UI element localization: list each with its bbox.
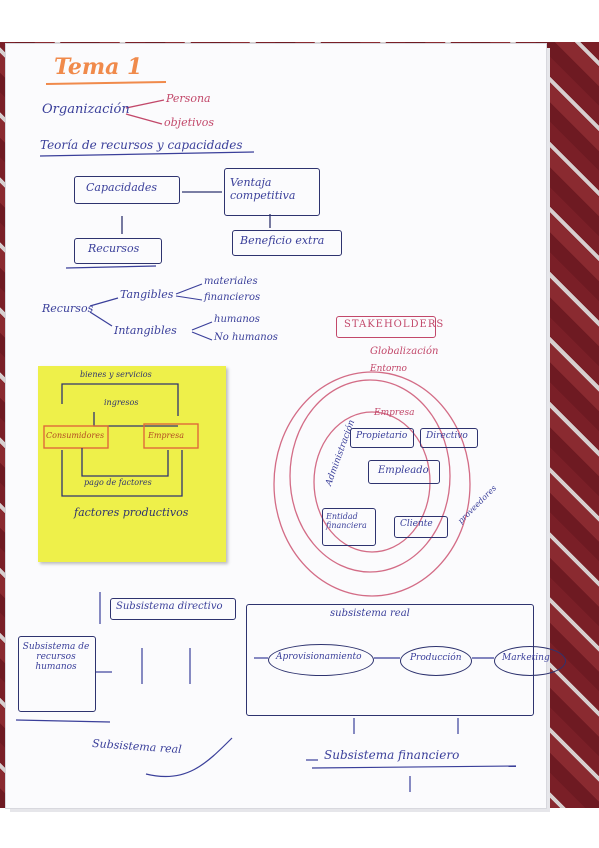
recursos-box [74,238,162,264]
organizacion-label: Organización [42,102,130,117]
entidad-label: Entidad financiera [326,512,367,530]
produccion-ellipse [400,646,472,676]
subsistema-rrhh-box [18,636,96,712]
propietario-label: Propietario [356,431,408,441]
subsistema-directivo-box [110,598,236,620]
ventaja-box [224,168,320,216]
produccion-label: Producción [410,653,462,663]
entidad-box [322,508,376,546]
directivo-label: Directivo [426,431,468,441]
sticky-note: bienes y servicios ingresos Consumidores… [38,366,226,562]
beneficio-box [232,230,342,256]
empresa-sticky-label: Empresa [148,431,184,440]
background-bottom [0,808,599,848]
objetivos-label: objetivos [164,116,215,129]
empresa-circle-label: Empresa [374,408,415,418]
subsistema-directivo-label: Subsistema directivo [116,601,223,612]
financieros-label: financieros [204,292,261,303]
marketing-ellipse [494,646,566,676]
aprovisionamiento-ellipse [268,644,374,676]
globalizacion-label: Globalización [370,346,439,357]
marketing-label: Marketing [502,653,550,663]
page-title: Tema 1 [54,54,143,80]
cliente-box [394,516,448,538]
aprovisionamiento-label: Aprovisionamiento [276,652,362,662]
consumidores-label: Consumidores [46,431,105,440]
stakeholders-box [336,316,436,338]
no-humanos-label: No humanos [214,332,278,343]
capacidades-box [74,176,180,204]
ingresos-label: ingresos [104,398,139,407]
directivo-box [420,428,478,448]
factores-label: factores productivos [74,506,189,519]
ventaja-label: Ventaja competitiva [230,176,296,202]
subsistema-financiero-label: Subsistema financiero [324,748,460,762]
empleado-label: Empleado [378,465,429,476]
humanos-label: humanos [214,314,260,325]
propietario-box [350,428,414,448]
handwritten-strokes [15,81,517,792]
subsistema-real-title: subsistema real [330,608,410,619]
recursos-flow-label: Recursos [88,242,140,255]
persona-label: Persona [166,92,211,105]
background-top [0,0,599,42]
beneficio-label: Beneficio extra [240,234,325,247]
teoria-heading: Teoría de recursos y capacidades [40,138,243,152]
materiales-label: materiales [204,276,258,287]
entorno-label: Entorno [370,364,407,374]
recursos-tree-root: Recursos [42,302,94,315]
sticky-strokes [43,383,199,497]
stakeholders-title: STAKEHOLDERS [344,319,445,330]
intangibles-label: Intangibles [114,324,177,337]
subsistema-rrhh-label: Subsistema de recursos humanos [22,642,90,672]
bienes-label: bienes y servicios [80,370,152,379]
cliente-label: Cliente [400,519,433,529]
capacidades-label: Capacidades [86,181,158,194]
empleado-box [368,460,440,484]
tangibles-label: Tangibles [120,288,174,301]
pago-label: pago de factores [84,478,152,487]
